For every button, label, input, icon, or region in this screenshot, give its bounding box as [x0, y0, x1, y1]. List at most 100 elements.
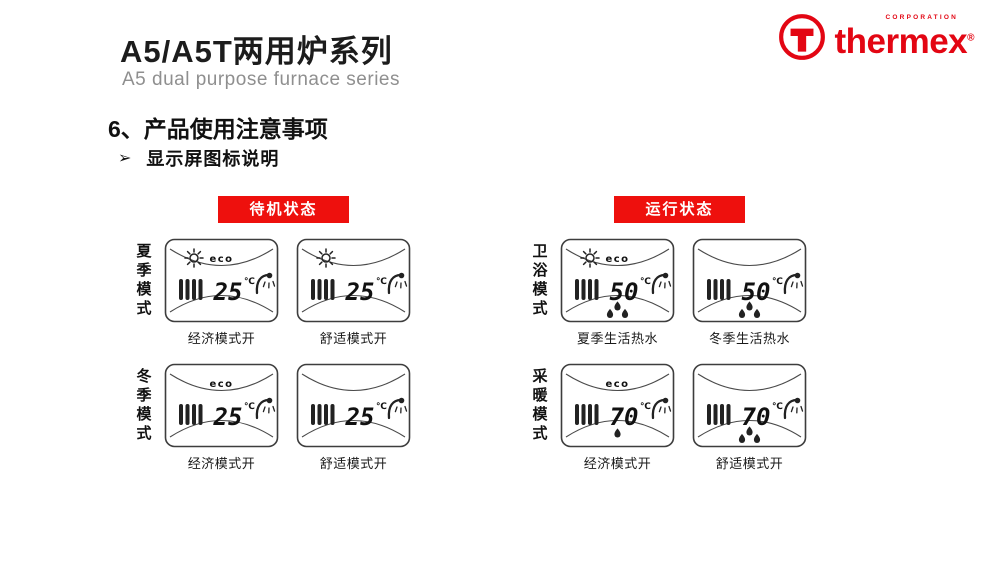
- temperature-unit: ℃: [640, 277, 651, 287]
- shower-icon: [387, 272, 408, 295]
- lcd-bottom-curve: [565, 420, 670, 438]
- bullet-text: 显示屏图标说明: [146, 149, 280, 169]
- display-figure: eco 70 ℃ 经济模式开: [560, 363, 675, 472]
- status-badge: 运行状态: [614, 196, 745, 223]
- status-group: 待机状态 夏季模式 eco 25 ℃: [122, 196, 411, 488]
- temperature-value: 25: [213, 278, 243, 306]
- flame-icons: [738, 301, 761, 318]
- shower-icon: [783, 397, 804, 420]
- logo-word: thermex®: [834, 24, 974, 59]
- lcd-display: eco 70 ℃: [560, 363, 675, 448]
- mode-row: 卫浴模式 eco 50 ℃: [518, 238, 807, 347]
- lcd-display: eco 25 ℃: [164, 363, 279, 448]
- display-caption: 舒适模式开: [715, 456, 784, 471]
- mode-cells: eco 50 ℃ 夏季生活热水: [560, 238, 807, 347]
- flame-icon: [614, 428, 621, 438]
- lcd-bottom-curve: [169, 420, 274, 438]
- lcd-bottom-curve: [565, 295, 670, 313]
- display-caption: 冬季生活热水: [708, 331, 790, 346]
- display-figure: 25 ℃ 舒适模式开: [296, 238, 411, 347]
- temperature-unit: ℃: [772, 277, 783, 287]
- shower-icon: [651, 397, 672, 420]
- lcd-top-curve: [565, 248, 670, 266]
- lcd-top-curve: [565, 373, 670, 391]
- lcd-top-curve: [301, 373, 406, 391]
- lcd-top-curve: [697, 248, 802, 266]
- lcd-display: 50 ℃: [692, 238, 807, 323]
- section-heading: 6、产品使用注意事项: [108, 116, 328, 142]
- lcd-bottom-curve: [301, 420, 406, 438]
- radiator-icon: [179, 404, 203, 425]
- mode-label: 采暖模式: [530, 367, 548, 444]
- lcd-frame: [560, 238, 675, 323]
- arrow-bullet-icon: ➢: [118, 150, 132, 167]
- display-figure: 70 ℃ 舒适模式开: [692, 363, 807, 472]
- temperature-unit: ℃: [244, 277, 255, 287]
- temperature-unit: ℃: [772, 402, 783, 412]
- sun-icon: [580, 248, 600, 268]
- display-figure: eco 25 ℃ 经济模式开: [164, 238, 279, 347]
- lcd-top-curve: [697, 373, 802, 391]
- radiator-icon: [707, 279, 731, 300]
- eco-indicator: eco: [605, 254, 629, 265]
- temperature-value: 50: [742, 278, 771, 306]
- temperature-value: 25: [345, 403, 375, 431]
- shower-icon: [651, 272, 672, 295]
- display-caption: 经济模式开: [187, 456, 256, 471]
- lcd-bottom-curve: [697, 420, 802, 438]
- mode-row: 夏季模式 eco 25 ℃: [122, 238, 411, 347]
- eco-indicator: eco: [605, 379, 629, 390]
- thermex-wordmark: CORPORATION thermex®: [834, 15, 974, 59]
- eco-indicator: eco: [209, 254, 233, 265]
- bullet-row: ➢ 显示屏图标说明: [118, 145, 279, 171]
- sun-icon: [316, 248, 336, 268]
- mode-label: 卫浴模式: [530, 242, 548, 319]
- lcd-top-curve: [169, 248, 274, 266]
- mode-label: 夏季模式: [134, 242, 152, 319]
- registered-mark: ®: [967, 32, 974, 44]
- lcd-bottom-curve: [697, 295, 802, 313]
- mode-cells: eco 25 ℃ 经济模式开: [164, 238, 411, 347]
- lcd-frame: [692, 238, 807, 323]
- mode-cells: eco 25 ℃ 经济模式开: [164, 363, 411, 472]
- display-caption: 经济模式开: [187, 331, 256, 346]
- mode-label: 冬季模式: [134, 367, 152, 444]
- shower-icon: [783, 272, 804, 295]
- eco-indicator: eco: [209, 379, 233, 390]
- lcd-display: 70 ℃: [692, 363, 807, 448]
- mode-row: 采暖模式 eco 70 ℃: [518, 363, 807, 472]
- temperature-unit: ℃: [376, 402, 387, 412]
- shower-icon: [255, 272, 276, 295]
- display-figure: 25 ℃ 舒适模式开: [296, 363, 411, 472]
- display-caption: 舒适模式开: [319, 456, 388, 471]
- status-groups: 待机状态 夏季模式 eco 25 ℃: [0, 196, 1000, 562]
- temperature-unit: ℃: [376, 277, 387, 287]
- shower-icon: [387, 397, 408, 420]
- thermex-logo-mark-icon: [779, 14, 826, 60]
- lcd-top-curve: [169, 373, 274, 391]
- group-rows: 卫浴模式 eco 50 ℃: [518, 238, 807, 472]
- mode-row: 冬季模式 eco 25 ℃: [122, 363, 411, 472]
- display-caption: 经济模式开: [583, 456, 652, 471]
- sun-icon: [184, 248, 204, 268]
- temperature-value: 50: [610, 278, 639, 306]
- lcd-display: 25 ℃: [296, 363, 411, 448]
- page-title: A5/A5T两用炉系列: [120, 34, 393, 69]
- lcd-bottom-curve: [301, 295, 406, 313]
- temperature-value: 70: [610, 403, 639, 431]
- lcd-display: eco 50 ℃: [560, 238, 675, 323]
- display-figure: 50 ℃ 冬季生活热水: [692, 238, 807, 347]
- logo-corporation-text: CORPORATION: [885, 14, 958, 22]
- radiator-icon: [575, 404, 599, 425]
- temperature-unit: ℃: [640, 402, 651, 412]
- lcd-frame: [692, 363, 807, 448]
- lcd-frame: [164, 238, 279, 323]
- display-figure: eco 25 ℃ 经济模式开: [164, 363, 279, 472]
- lcd-top-curve: [301, 248, 406, 266]
- page-subtitle: A5 dual purpose furnace series: [122, 69, 400, 90]
- thermex-logo: CORPORATION thermex®: [777, 12, 974, 62]
- flame-icons: [606, 301, 629, 318]
- group-rows: 夏季模式 eco 25 ℃: [122, 238, 411, 472]
- radiator-icon: [311, 404, 335, 425]
